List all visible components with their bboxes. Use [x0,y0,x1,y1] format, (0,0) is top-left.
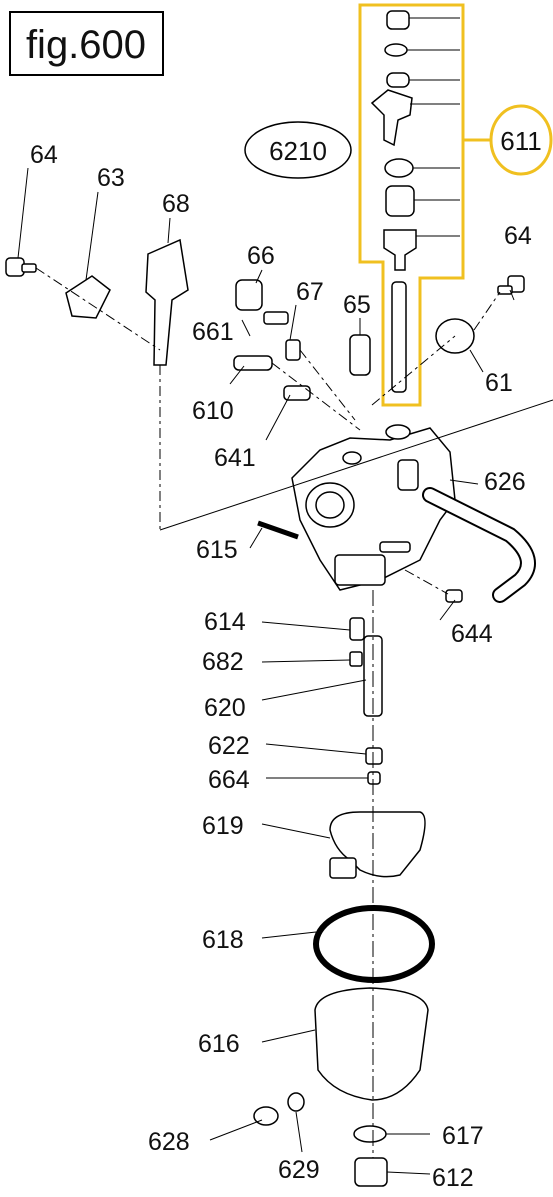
part-label-629: 629 [278,1156,320,1184]
subassembly-outline [358,3,465,407]
fuel-hose-inner [424,489,534,601]
idle-spring [285,339,301,361]
assembly-number-callout: 6210 [244,121,352,179]
part-label-641: 641 [214,444,256,472]
part-label-618: 618 [202,926,244,954]
leader-lines [17,167,553,1175]
subassembly-highlight [358,3,553,407]
part-label-68: 68 [162,190,190,218]
choke-lever [145,238,189,366]
figure-label: fig.600 [9,11,164,76]
part-label-682: 682 [202,648,244,676]
gasket [313,905,435,983]
part-label-64-left: 64 [30,141,58,169]
part-label-628: 628 [148,1128,190,1156]
float-bowl [314,987,429,1101]
drain-plug [445,589,463,603]
carburetor-body [291,424,456,591]
part-label-64-right: 64 [504,222,532,250]
stack-bushing [386,72,410,88]
part-label-661: 661 [192,318,234,346]
main-jet [365,747,383,765]
subassembly-circle [489,104,553,176]
part-label-644: 644 [451,620,493,648]
drain-washer [287,1092,305,1112]
screw-left [5,257,37,277]
center-parts [253,617,435,1187]
part-label-616: 616 [198,1030,240,1058]
throttle-shaft-stack [370,10,417,393]
stack-bearing [383,229,417,271]
part-label-622: 622 [208,732,250,760]
part-labels: 64 63 68 66 67 661 65 64 61 610 641 626 … [30,141,532,1192]
choke-plate-left [65,275,111,319]
stack-leaders [407,17,460,237]
assembly-number: 6210 [269,136,327,166]
part-label-65: 65 [343,291,371,319]
stack-washer-top [386,10,410,30]
throttle-lever-part [370,89,413,147]
part-label-61: 61 [485,369,513,397]
part-label-615: 615 [196,536,238,564]
jet-614 [349,617,365,641]
float-tab [329,857,357,879]
part-label-67: 67 [296,278,324,306]
jet-682 [349,651,363,667]
idle-screw [263,311,289,325]
needle-valve [367,771,381,785]
part-label-63: 63 [97,164,125,192]
part-label-612: 612 [432,1164,474,1192]
stack-washer [384,43,408,57]
figure-label-text: fig.600 [26,23,146,67]
throttle-shaft [391,281,407,393]
idle-screw-cap [235,279,263,311]
pilot-jet [349,334,371,376]
bowl-bolt [354,1157,388,1187]
throttle-stop-spring [283,385,311,401]
drain-screw [253,1106,279,1126]
screw-right [497,275,525,295]
part-label-620: 620 [204,694,246,722]
part-label-664: 664 [208,766,250,794]
part-label-66: 66 [247,242,275,270]
subassembly-number: 611 [500,126,541,156]
part-label-617: 617 [442,1122,484,1150]
washer-617 [353,1125,387,1143]
part-label-614: 614 [204,608,246,636]
float-pin [257,520,299,540]
part-label-626: 626 [484,468,526,496]
stack-spring [385,185,415,217]
part-label-610: 610 [192,397,234,425]
part-label-619: 619 [202,812,244,840]
stack-seal [384,158,414,178]
throttle-stop-screw [233,355,273,371]
